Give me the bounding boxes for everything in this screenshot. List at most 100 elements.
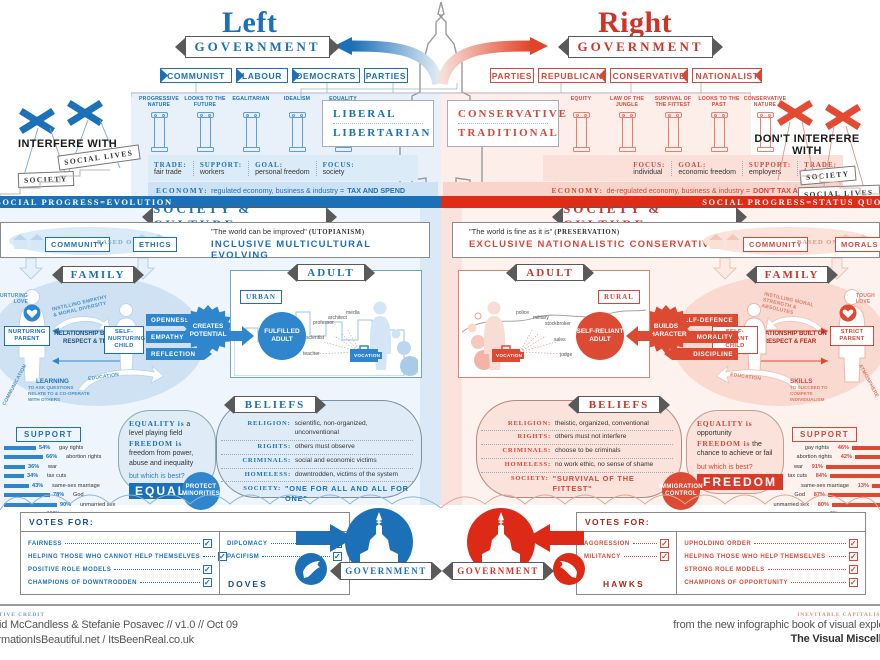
trait-reflection: REFLECTION	[146, 348, 212, 360]
votes-heading-right: VOTES FOR:	[577, 513, 865, 532]
party-tag-democrats[interactable]: DEMOCRATS	[292, 68, 360, 83]
houses-left-a	[13, 234, 44, 249]
spec-key: GOAL:	[255, 160, 284, 169]
pillar-label: SURVIVAL OF THE FITTEST	[654, 96, 692, 108]
equality-freedom-cloud-right: EQUALITY is opportunity FREEDOM is the c…	[686, 410, 784, 494]
support-pct: 34%	[27, 473, 39, 479]
support-pct: 87%	[813, 492, 825, 498]
job-label-teacher: teacher	[303, 351, 320, 357]
based-on-label-right: BASED ON	[797, 239, 839, 246]
checkbox-icon[interactable]: ✓	[849, 564, 858, 574]
checkbox-icon[interactable]: ✓	[203, 564, 212, 574]
eq-def-right: EQUALITY is opportunity	[697, 419, 773, 439]
interfere-strings-left	[21, 119, 121, 183]
government-ribbon-bottom-right: GOVERNMENT	[452, 562, 544, 580]
vote-label: MILITANCY	[584, 553, 621, 560]
vote-item[interactable]: STRONG ROLE MODELS ✓	[684, 563, 858, 576]
checkbox-icon[interactable]: ✓	[218, 551, 228, 561]
support-row: tax cuts 84%	[768, 472, 880, 480]
eq-question-left: but which is best?	[129, 473, 185, 481]
motto-text: "The world can be improved"	[211, 227, 307, 236]
center-gradient-right	[441, 205, 462, 505]
support-label: unmarried sex	[773, 501, 809, 508]
vote-item[interactable]: CHAMPIONS OF DOWNTRODDEN ✓	[28, 576, 212, 589]
checkbox-icon[interactable]: ✓	[203, 577, 212, 587]
vote-item[interactable]: HELPING THOSE WHO CANNOT HELP THEMSELVES…	[28, 550, 228, 563]
party-tag-labour[interactable]: LABOUR	[236, 68, 288, 83]
job-label-judge: judge	[560, 352, 573, 358]
motto-tag: (UTOPIANISM)	[308, 229, 365, 236]
vote-item[interactable]: MILITANCY ✓	[584, 550, 670, 563]
fr-value: freedom from power, abuse and inequality	[129, 450, 194, 467]
morals-badge-right: MORALS	[835, 237, 880, 252]
vote-item[interactable]: UPHOLDING ORDER ✓	[684, 537, 858, 550]
hawk-icon	[553, 553, 585, 585]
belief-value: others must observe	[295, 443, 355, 451]
footer-book-line: from the new infographic book of visual …	[673, 619, 880, 631]
capitol-silhouette-icon	[399, 1, 483, 200]
checkbox-icon[interactable]: ✓	[660, 538, 670, 548]
fulfilled-adult-circle: FULFILLED ADULT	[258, 312, 306, 360]
support-title-right: SUPPORT	[792, 427, 858, 442]
page-title-left: Left	[222, 6, 278, 39]
vote-item[interactable]: FAIRNESS ✓	[28, 537, 212, 550]
belief-row: RIGHTS: others must observe	[221, 441, 413, 455]
checkbox-icon[interactable]: ✓	[849, 577, 858, 587]
support-label: abortion rights	[66, 454, 102, 460]
party-tag-republican[interactable]: REPUBLICAN	[538, 68, 606, 83]
support-row: 90% unmarried sex	[4, 501, 116, 509]
checkbox-icon[interactable]: ✓	[203, 538, 212, 548]
pillar-label: EQUALITY	[329, 96, 357, 102]
pillar-label: IDEALISM	[283, 96, 311, 102]
interfere-strings-right	[777, 121, 865, 189]
support-pct: 36%	[28, 463, 40, 470]
strict-parent-box: STRICT PARENT	[830, 326, 874, 347]
pillar-label: LOOKS TO THE PAST	[698, 96, 740, 108]
support-row: war 91%	[768, 463, 880, 471]
culture-panel-left: "The world can be improved" (UTOPIANISM)…	[0, 222, 430, 261]
vote-label: AGGRESSION	[584, 540, 630, 547]
staircase-left-icon	[0, 169, 110, 200]
nurturing-parent-box: NURTURING PARENT	[4, 326, 50, 347]
support-pct: 43%	[32, 482, 44, 489]
education-arrow-right	[716, 364, 803, 392]
support-label: war	[793, 463, 803, 470]
support-stats-left: SUPPORT 54% gay rights 66% abortion righ…	[4, 424, 116, 517]
belief-key: SOCIETY:	[510, 475, 549, 483]
checkbox-icon[interactable]: ✓	[333, 551, 342, 561]
checkbox-icon[interactable]: ✓	[849, 538, 858, 548]
economy-key: ECONOMY:	[156, 186, 209, 195]
eq-question-right: but which is best?	[697, 463, 753, 471]
spec-support: SUPPORT: workers	[194, 160, 250, 176]
pillar-label: EGALITARIAN	[232, 96, 270, 102]
spec-value: personal freedom	[255, 168, 310, 176]
checkbox-icon[interactable]: ✓	[660, 551, 670, 561]
support-pct: 84%	[815, 473, 827, 479]
checkbox-icon[interactable]: ✓	[849, 551, 858, 561]
belief-row-society: SOCIETY: "ONE FOR ALL AND ALL FOR ONE"	[221, 482, 413, 504]
vote-item[interactable]: POSITIVE ROLE MODELS ✓	[28, 563, 212, 576]
hawks-label: HAWKS	[603, 579, 645, 589]
beliefs-heading-left: BELIEFS	[234, 396, 316, 413]
ideology-traditional: TRADITIONAL	[458, 127, 559, 139]
support-label: tax cuts	[787, 473, 807, 479]
skills-sub-right: TO SUCCEED TO COMPETE INDIVIDUALISM	[790, 385, 828, 402]
footer-url-line[interactable]: InformationIsBeautiful.net / ItsBeenReal…	[0, 633, 194, 646]
party-tag-conservative[interactable]: CONSERVATIVE	[610, 68, 688, 83]
belief-key: RIGHTS:	[257, 443, 291, 451]
vote-item[interactable]: CHAMPIONS OF OPPORTUNITY ✓	[684, 576, 858, 589]
vote-item[interactable]: HELPING THOSE WHO HELP THEMSELVES ✓	[684, 550, 858, 563]
adult-heading-left: ADULT	[297, 264, 365, 281]
party-tag-communist[interactable]: COMMUNIST	[160, 68, 232, 83]
parties-label-left: PARTIES	[364, 68, 408, 83]
vote-item[interactable]: AGGRESSION ✓	[584, 537, 670, 550]
vote-item[interactable]: PACIFISM ✓	[227, 550, 342, 563]
skills-label-right: SKILLS	[790, 378, 813, 385]
party-tag-nationalist[interactable]: NATIONALIST	[692, 68, 762, 83]
spec-value: fair trade	[154, 168, 182, 176]
capitol-dome-left	[345, 508, 413, 566]
adult-circle-label: SELF-RELIANT ADULT	[576, 328, 624, 343]
learning-sub-left: TO ASK QUESTIONS RELATE TO & CO-OPERATE …	[28, 385, 90, 402]
badge-label: PROTECT MINORITIES	[182, 484, 221, 497]
support-row: God 87%	[768, 491, 880, 499]
